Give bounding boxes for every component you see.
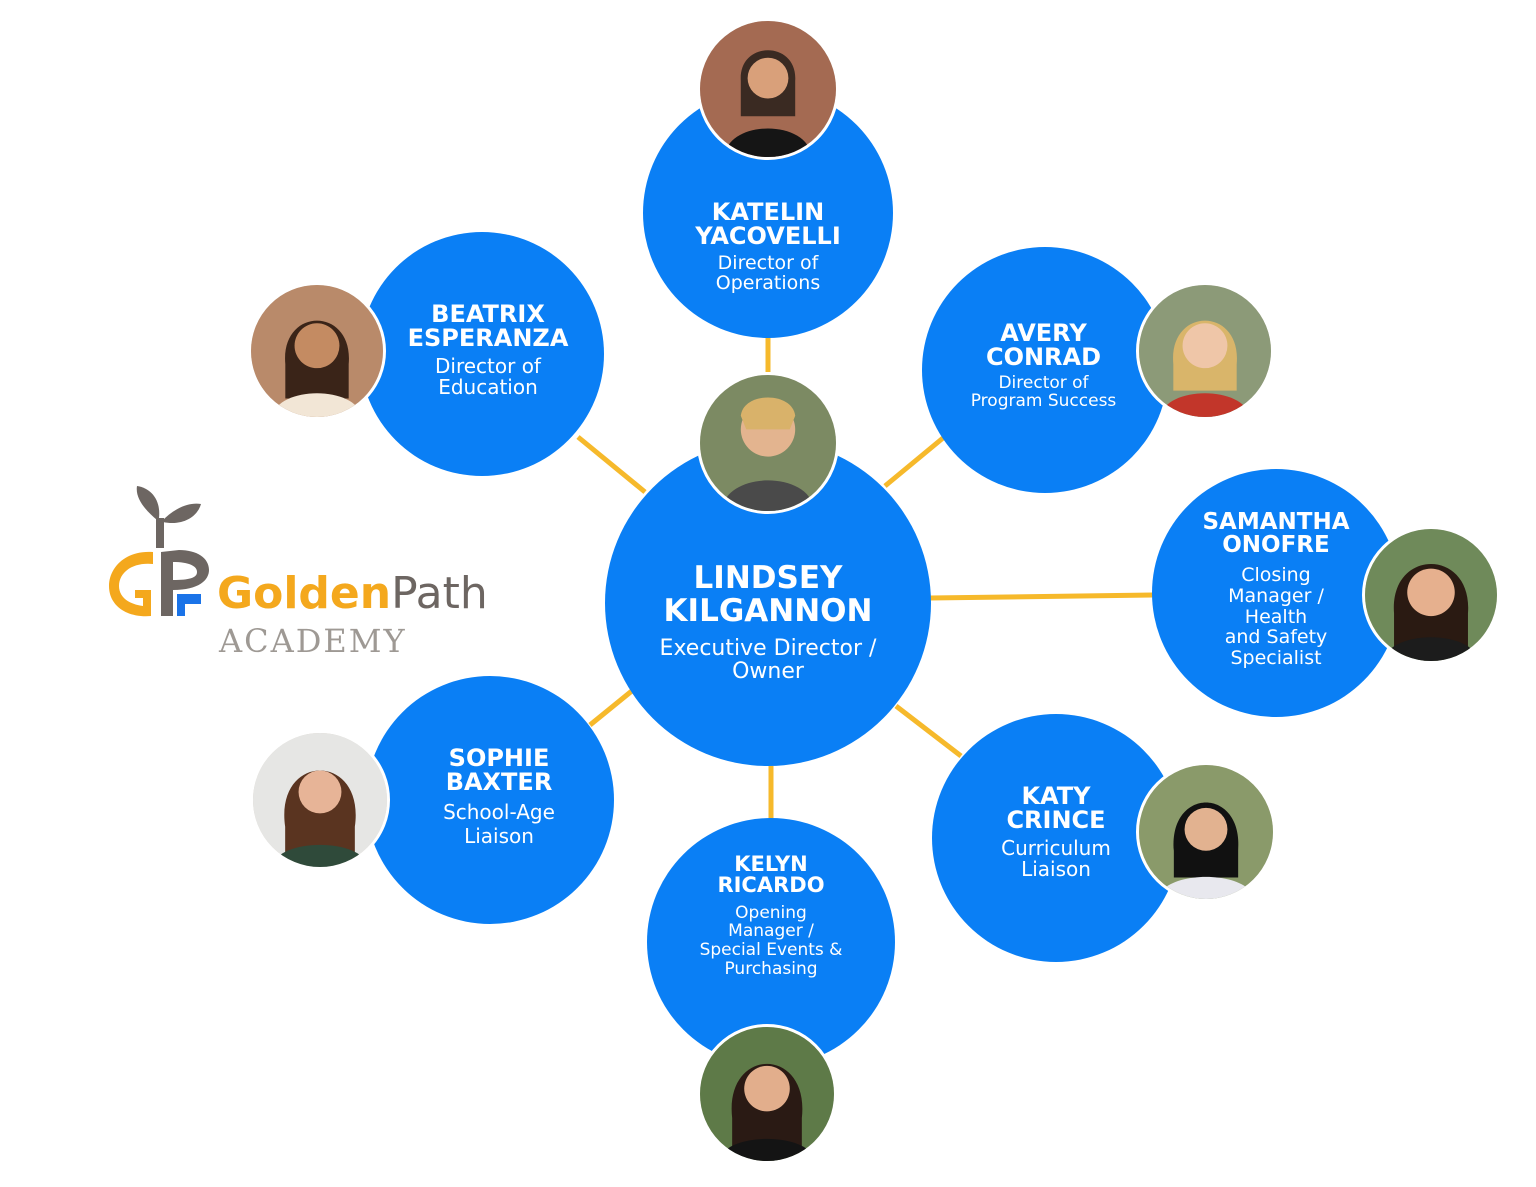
node-beatrix: BEATRIX ESPERANZA Director of Education [360,232,604,476]
photo-kelyn [697,1024,837,1164]
role-beatrix-line2: Education [438,375,538,399]
name-kelyn-line1: KELYN [734,851,808,876]
name-sophie-line1: SOPHIE [448,744,550,772]
role-samantha-line5: Specialist [1230,647,1322,670]
connector-katy [894,704,963,758]
connector-sophie [588,688,635,727]
role-sophie-line1: School-Age [443,800,555,824]
name-beatrix-line1: BEATRIX [431,300,545,328]
photo-katelin [697,18,839,160]
role-katelin-line2: Operations [715,272,821,294]
role-katy-line1: Curriculum [1001,836,1111,860]
logo-subtitle: ACADEMY [219,622,407,660]
name-beatrix: BEATRIX ESPERANZA [408,302,569,350]
role-samantha-line3: Health [1244,605,1308,628]
photo-samantha [1362,526,1500,664]
name-avery-line2: CONRAD [985,343,1102,372]
node-samantha: SAMANTHA ONOFRE Closing Manager / Health… [1152,469,1400,717]
photo-beatrix [248,282,386,420]
name-sophie: SOPHIE BAXTER [446,746,553,794]
role-kelyn-line1: Opening [735,902,807,923]
name-avery: AVERY CONRAD [986,321,1101,369]
role-beatrix: Director of Education [435,356,541,398]
connector-samantha [929,592,1154,601]
name-samantha: SAMANTHA ONOFRE [1202,508,1350,558]
name-avery-line1: AVERY [1000,319,1087,348]
role-katelin-line1: Director of [717,252,819,275]
center-name-line2: KILGANNON [663,592,873,629]
role-samantha-line1: Closing [1241,563,1311,586]
name-katy: KATY CRINCE [1006,784,1105,832]
name-katy-line1: KATY [1021,782,1091,810]
center-role: Executive Director / Owner [660,637,877,683]
role-katy-line2: Liaison [1021,857,1091,881]
logo-word-path: Path [391,568,488,619]
logo-word-golden: Golden [217,568,392,619]
role-katy: Curriculum Liaison [1001,838,1111,880]
role-sophie-line2: Liaison [464,824,534,848]
role-samantha: Closing Manager / Health and Safety Spec… [1224,563,1328,670]
center-role-line1: Executive Director / [659,635,877,661]
name-katy-line2: CRINCE [1006,806,1106,834]
center-name: LINDSEY KILGANNON [663,559,873,629]
role-kelyn-line4: Purchasing [724,958,818,979]
role-katelin: Director of Operations [715,252,821,294]
role-samantha-line4: and Safety [1224,626,1328,649]
name-kelyn-line2: RICARDO [717,872,825,897]
connector-avery [883,436,945,488]
center-role-line2: Owner [732,659,804,684]
role-kelyn-line2: Manager / [728,921,814,942]
photo-katy [1136,762,1276,902]
name-kelyn: KELYN RICARDO [717,851,825,897]
name-katelin-line2: YACOVELLI [695,222,841,251]
golden-path-logo: GoldenPath ACADEMY [105,480,535,660]
photo-avery [1136,282,1274,420]
role-kelyn-line3: Special Events & [699,940,843,960]
logo-wordmark: GoldenPath [217,572,488,616]
name-beatrix-line2: ESPERANZA [407,324,569,352]
center-name-line1: LINDSEY [693,559,843,596]
role-samantha-line2: Manager / [1228,584,1324,607]
role-kelyn: Opening Manager / Special Events & Purch… [699,902,843,979]
name-sophie-line2: BAXTER [445,768,553,796]
name-samantha-line1: SAMANTHA [1202,508,1350,535]
node-sophie: SOPHIE BAXTER School-Age Liaison [366,676,614,924]
role-beatrix-line1: Director of [435,354,541,378]
sprout-gp-logo-icon [109,486,209,617]
role-avery-line1: Director of [998,373,1089,394]
name-samantha-line2: ONOFRE [1222,531,1330,558]
name-katelin: KATELIN YACOVELLI [695,200,841,248]
role-avery: Director of Program Success [970,373,1117,411]
role-avery-line2: Program Success [970,391,1117,411]
connector-beatrix [576,435,647,494]
photo-lindsey [697,372,839,514]
name-katelin-line1: KATELIN [711,198,825,227]
node-avery: AVERY CONRAD Director of Program Success [922,247,1168,493]
role-sophie: School-Age Liaison [443,800,555,848]
photo-sophie [250,730,390,870]
